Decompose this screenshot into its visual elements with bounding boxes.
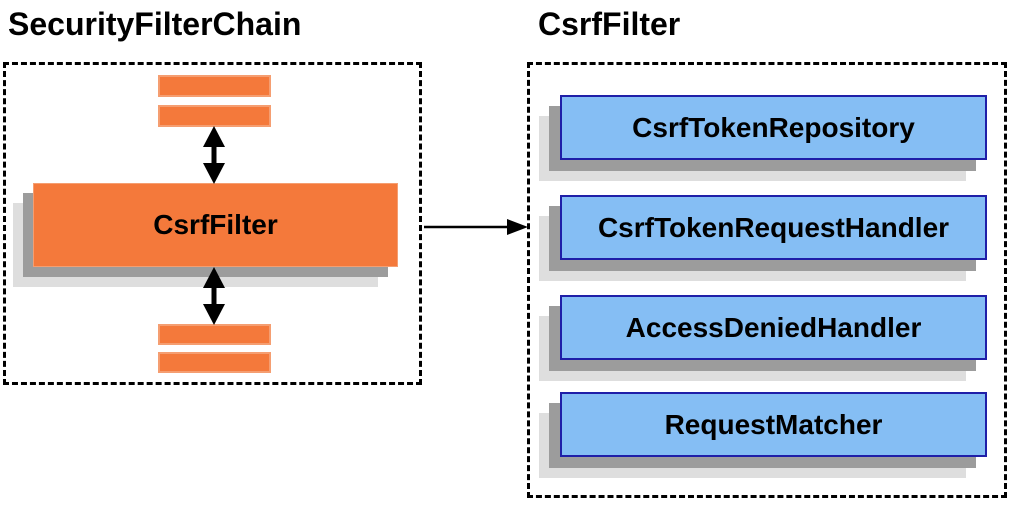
component-label: CsrfTokenRequestHandler [597, 211, 950, 243]
component-label: CsrfTokenRepository [632, 111, 915, 143]
component-label: RequestMatcher [664, 408, 883, 440]
filter-bar-top-1 [158, 75, 271, 97]
component-box-csrf-token-request-handler: CsrfTokenRequestHandler [560, 195, 987, 260]
csrf-filter-container [527, 62, 1007, 498]
link-arrow [424, 219, 528, 235]
filter-bar-top-2 [158, 105, 271, 127]
csrf-filter-box-label: CsrfFilter [153, 209, 278, 240]
csrf-filter-title: CsrfFilter [538, 6, 681, 42]
component-box-request-matcher: RequestMatcher [560, 392, 987, 457]
filter-bar-bottom-1 [158, 324, 271, 345]
component-box-access-denied-handler: AccessDeniedHandler [560, 295, 987, 360]
security-filter-chain-container [3, 62, 422, 385]
component-box-csrf-token-repository: CsrfTokenRepository [560, 95, 987, 160]
csrf-filter-box: CsrfFilter [33, 183, 398, 267]
component-label: AccessDeniedHandler [625, 311, 922, 343]
security-filter-chain-title: SecurityFilterChain [8, 6, 302, 42]
filter-bar-bottom-2 [158, 352, 271, 373]
